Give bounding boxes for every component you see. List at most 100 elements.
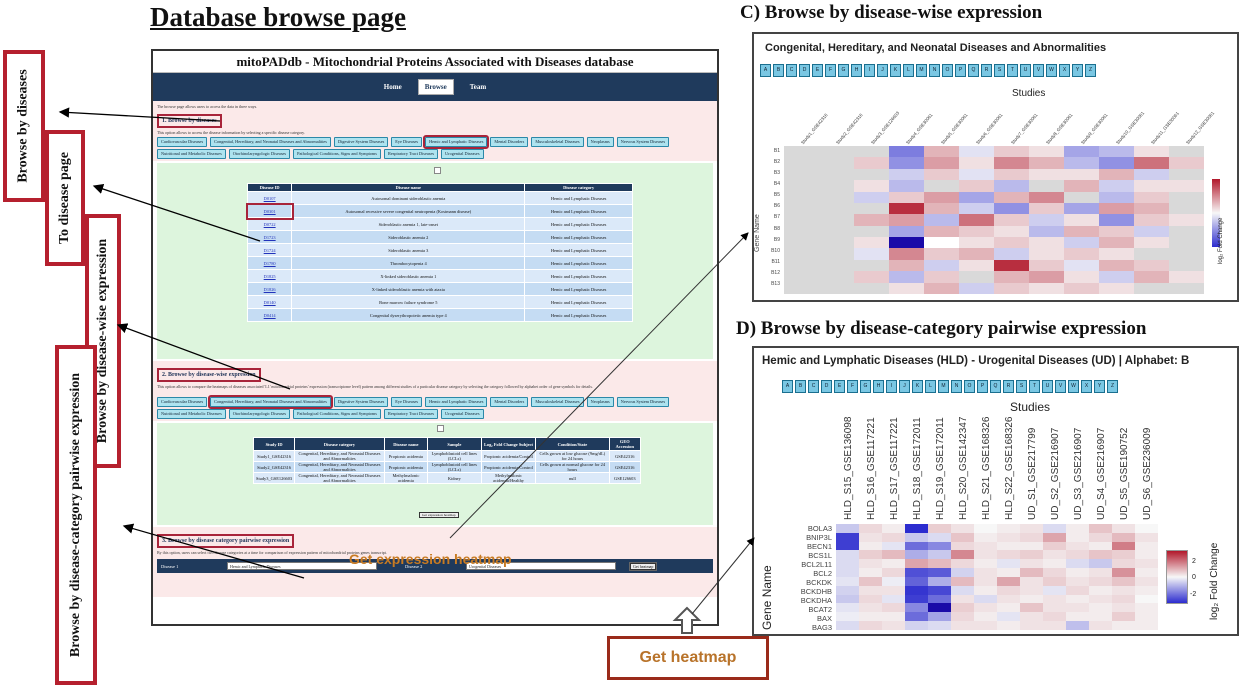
alphabet-button[interactable]: N — [951, 380, 962, 393]
alphabet-button[interactable]: I — [864, 64, 875, 77]
category-button[interactable]: Nutritional and Metabolic Diseases — [157, 409, 226, 419]
alphabet-button[interactable]: C — [808, 380, 819, 393]
disease-id-link[interactable]: D1724 — [246, 243, 293, 257]
alphabet-button[interactable]: S — [1016, 380, 1027, 393]
alphabet-button[interactable]: H — [851, 64, 862, 77]
nav-browse[interactable]: Browse — [417, 79, 454, 95]
alphabet-button[interactable]: D — [821, 380, 832, 393]
close-icon[interactable] — [434, 167, 441, 174]
category-button[interactable]: Cardiovascular Diseases — [157, 397, 208, 407]
alphabet-button[interactable]: P — [955, 64, 966, 77]
alphabet-button[interactable]: Z — [1085, 64, 1096, 77]
category-button[interactable]: Neoplasms — [586, 137, 614, 147]
category-button[interactable]: Mental Disorders — [490, 397, 529, 407]
category-button[interactable]: Mental Disorders — [490, 137, 529, 147]
alphabet-button[interactable]: T — [1007, 64, 1018, 77]
category-button[interactable]: Pathological Conditions, Signs and Sympt… — [293, 149, 381, 159]
alphabet-button[interactable]: F — [847, 380, 858, 393]
category-button[interactable]: Nutritional and Metabolic Diseases — [157, 149, 226, 159]
alphabet-button[interactable]: D — [799, 64, 810, 77]
alphabet-button[interactable]: A — [760, 64, 771, 77]
alphabet-button[interactable]: W — [1068, 380, 1079, 393]
category-button[interactable]: Respiratory Tract Diseases — [383, 149, 439, 159]
alphabet-button[interactable]: B — [773, 64, 784, 77]
alphabet-button[interactable]: M — [916, 64, 927, 77]
category-button[interactable]: Congenital, Hereditary, and Neonatal Dis… — [210, 137, 331, 147]
alphabet-button[interactable]: E — [812, 64, 823, 77]
category-button[interactable]: Eye Diseases — [391, 397, 423, 407]
alphabet-button[interactable]: O — [964, 380, 975, 393]
alphabet-button[interactable]: S — [994, 64, 1005, 77]
alphabet-button[interactable]: E — [834, 380, 845, 393]
heatmap-cell — [1099, 248, 1134, 260]
disease-id-link[interactable]: D0722 — [246, 217, 293, 231]
category-button[interactable]: Urogenital Diseases — [441, 409, 484, 419]
alphabet-button[interactable]: G — [838, 64, 849, 77]
disease-id-link[interactable]: D1825 — [246, 269, 293, 283]
alphabet-button[interactable]: V — [1055, 380, 1066, 393]
category-button[interactable]: Otorhinolaryngologic Diseases — [228, 149, 291, 159]
alphabet-button[interactable]: G — [860, 380, 871, 393]
nav-team[interactable]: Team — [469, 83, 487, 91]
alphabet-button[interactable]: X — [1059, 64, 1070, 77]
category-button[interactable]: Hemic and Lymphatic Diseases — [423, 135, 490, 149]
get-heatmap-button[interactable]: Get heatmap — [628, 561, 658, 571]
get-expression-heatmap-button[interactable]: Get expression heatmap — [419, 512, 459, 518]
alphabet-button[interactable]: U — [1042, 380, 1053, 393]
alphabet-button[interactable]: W — [1046, 64, 1057, 77]
alphabet-button[interactable]: F — [825, 64, 836, 77]
alphabet-button[interactable]: I — [886, 380, 897, 393]
alphabet-button[interactable]: K — [890, 64, 901, 77]
alphabet-button[interactable]: K — [912, 380, 923, 393]
category-button[interactable]: Congenital, Hereditary, and Neonatal Dis… — [208, 395, 333, 409]
disease-id-link[interactable]: D1826 — [246, 282, 293, 296]
alphabet-button[interactable]: R — [1003, 380, 1014, 393]
alphabet-button[interactable]: Y — [1094, 380, 1105, 393]
alphabet-button[interactable]: T — [1029, 380, 1040, 393]
category-button[interactable]: Musculoskeletal Diseases — [531, 397, 584, 407]
alphabet-button[interactable]: L — [903, 64, 914, 77]
alphabet-button[interactable]: J — [877, 64, 888, 77]
category-button[interactable]: Nervous System Diseases — [616, 397, 670, 407]
alphabet-button[interactable]: H — [873, 380, 884, 393]
category-button[interactable]: Cardiovascular Diseases — [157, 137, 208, 147]
heatmap-cell — [836, 585, 859, 595]
nav-home[interactable]: Home — [383, 83, 402, 91]
alphabet-button[interactable]: O — [942, 64, 953, 77]
category-button[interactable]: Otorhinolaryngologic Diseases — [228, 409, 291, 419]
disease2-select[interactable]: Urogenital Diseases — [466, 562, 616, 570]
close-icon[interactable] — [437, 425, 444, 432]
disease-id-link[interactable]: D0107 — [246, 191, 293, 205]
alphabet-button[interactable]: V — [1033, 64, 1044, 77]
alphabet-button[interactable]: Q — [968, 64, 979, 77]
alphabet-button[interactable]: R — [981, 64, 992, 77]
alphabet-button[interactable]: C — [786, 64, 797, 77]
disease-id-link[interactable]: D0414 — [246, 308, 293, 322]
category-button[interactable]: Urogenital Diseases — [441, 149, 484, 159]
disease-id-link[interactable]: D0140 — [246, 295, 293, 309]
category-button[interactable]: Digestive System Diseases — [333, 137, 389, 147]
alphabet-button[interactable]: U — [1020, 64, 1031, 77]
category-button[interactable]: Neoplasms — [586, 397, 614, 407]
alphabet-button[interactable]: Q — [990, 380, 1001, 393]
disease-id-link[interactable]: D1723 — [246, 230, 293, 244]
alphabet-button[interactable]: X — [1081, 380, 1092, 393]
category-button[interactable]: Digestive System Diseases — [333, 397, 389, 407]
category-button[interactable]: Hemic and Lymphatic Diseases — [425, 397, 488, 407]
alphabet-button[interactable]: Y — [1072, 64, 1083, 77]
category-button[interactable]: Eye Diseases — [391, 137, 423, 147]
category-button[interactable]: Respiratory Tract Diseases — [383, 409, 439, 419]
alphabet-button[interactable]: B — [795, 380, 806, 393]
alphabet-button[interactable]: M — [938, 380, 949, 393]
alphabet-button[interactable]: A — [782, 380, 793, 393]
category-button[interactable]: Musculoskeletal Diseases — [531, 137, 584, 147]
alphabet-button[interactable]: N — [929, 64, 940, 77]
category-button[interactable]: Pathological Conditions, Signs and Sympt… — [293, 409, 381, 419]
disease-id-link[interactable]: D1780 — [246, 256, 293, 270]
alphabet-button[interactable]: P — [977, 380, 988, 393]
disease-id-link[interactable]: D0301 — [245, 202, 294, 220]
alphabet-button[interactable]: J — [899, 380, 910, 393]
category-button[interactable]: Nervous System Diseases — [616, 137, 670, 147]
alphabet-button[interactable]: Z — [1107, 380, 1118, 393]
alphabet-button[interactable]: L — [925, 380, 936, 393]
